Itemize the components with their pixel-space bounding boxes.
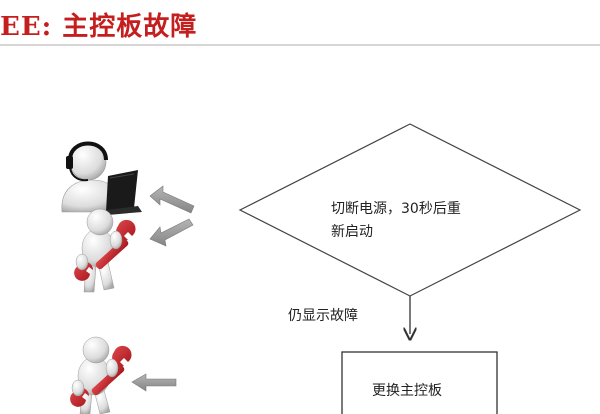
action-text: 更换主控板 — [372, 382, 442, 399]
support-agent-icon — [61, 141, 142, 216]
pointer-arrow-3 — [131, 373, 177, 392]
pointer-arrow-1 — [149, 185, 195, 214]
decision-text-line1: 切断电源，30秒后重 — [331, 201, 461, 217]
edge-label: 仍显示故障 — [288, 308, 358, 324]
pointer-arrow-2 — [149, 218, 194, 247]
decision-text-line2: 新启动 — [331, 224, 373, 240]
action-node: 更换主控板 — [341, 351, 498, 414]
title-divider — [0, 44, 600, 46]
repair-person-icon-1 — [74, 208, 136, 293]
decision-node: 切断电源，30秒后重 新启动 — [238, 123, 582, 297]
repair-person-icon-2 — [70, 336, 132, 414]
action-box — [341, 351, 498, 414]
page-title: EE: 主控板故障 — [0, 12, 198, 42]
